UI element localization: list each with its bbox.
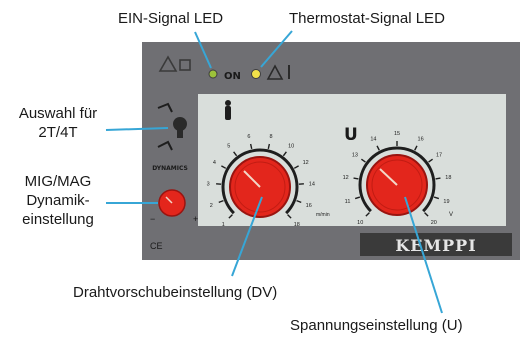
dv-scale-tick xyxy=(233,151,238,157)
dv-scale-tick-label: 16 xyxy=(306,203,312,209)
u-scale-tick-label: 19 xyxy=(443,199,449,205)
dv-unit: m/min xyxy=(316,212,330,218)
mig-mag-line-3: einstellung xyxy=(22,211,94,228)
wire-feed-knob[interactable] xyxy=(229,156,291,218)
thermostat-signal-led-callout: Thermostat-Signal LED xyxy=(289,10,445,27)
voltage-knob[interactable] xyxy=(366,154,428,216)
dv-scale-tick xyxy=(249,143,253,150)
warning-icon xyxy=(158,55,191,72)
dv-scale-tick-label: 2 xyxy=(210,203,213,209)
u-scale-tick xyxy=(433,196,440,200)
u-scale-tick xyxy=(353,177,359,180)
dv-scale-tick xyxy=(228,214,233,219)
ce-mark: CE xyxy=(150,241,163,251)
dv-scale-tick xyxy=(296,199,302,204)
u-scale-tick xyxy=(424,212,429,217)
u-unit: V xyxy=(449,212,453,218)
dynamics-plus: + xyxy=(193,214,198,224)
u-scale-tick-label: 17 xyxy=(436,152,442,158)
dv-scale-tick-label: 18 xyxy=(294,222,300,228)
dv-scale-tick-label: 10 xyxy=(288,143,294,149)
ein-signal-led-callout: EIN-Signal LED xyxy=(118,10,224,27)
u-scale-tick-label: 14 xyxy=(370,137,376,143)
drahtvorschub-callout: Drahtvorschubeinstellung (DV) xyxy=(73,284,278,301)
dynamics-knob[interactable] xyxy=(158,189,186,217)
mig-mag-line-2: Dynamik- xyxy=(26,192,90,209)
u-scale-tick-label: 11 xyxy=(345,199,351,205)
mig-mag-line-1: MIG/MAG xyxy=(24,173,92,190)
u-scale-tick xyxy=(376,145,380,151)
thermo-warning-icon xyxy=(266,64,290,80)
dv-scale-tick-label: 12 xyxy=(303,160,309,166)
u-scale-arc xyxy=(358,146,436,213)
dv-scale-arc xyxy=(221,148,299,215)
u-scale-tick xyxy=(365,212,370,217)
dv-scale-tick xyxy=(267,143,271,150)
u-scale-tick xyxy=(414,145,418,151)
mig-mag-callout: MIG/MAG Dynamik- einstellung xyxy=(10,172,106,229)
dv-scale-tick-label: 5 xyxy=(227,143,230,149)
dv-scale-tick-label: 8 xyxy=(270,134,273,140)
u-scale-tick-label: 20 xyxy=(431,220,437,226)
u-scale: 10 11 12 13 14 15 16 17 18 19 20 xyxy=(343,131,452,226)
dv-scale-tick-label: 1 xyxy=(222,222,225,228)
dv-scale-tick-label: 3 xyxy=(207,181,210,187)
u-scale-tick-label: 13 xyxy=(352,152,358,158)
u-scale-tick xyxy=(360,158,366,163)
thermostat-signal-led xyxy=(251,69,261,79)
brand-name: KEMPPI xyxy=(395,236,476,255)
u-scale-tick xyxy=(428,158,434,163)
spannung-callout: Spannungseinstellung (U) xyxy=(290,317,463,334)
auswahl-line-2: 2T/4T xyxy=(38,124,78,141)
wire-feed-icon xyxy=(225,100,231,120)
callout-lines xyxy=(105,30,443,314)
mode-selector-switch[interactable] xyxy=(173,117,187,138)
u-scale-tick-label: 12 xyxy=(343,175,349,181)
dv-scale-tick-label: 4 xyxy=(213,160,216,166)
dv-scale-tick xyxy=(287,214,292,219)
u-scale-tick-label: 18 xyxy=(445,175,451,181)
dv-scale-tick xyxy=(218,199,224,204)
dynamics-minus: − xyxy=(150,214,155,224)
auswahl-line-1: Auswahl für xyxy=(18,105,98,122)
dv-scale-tick xyxy=(293,165,299,169)
trigger-2t-icon xyxy=(157,102,173,151)
u-scale-tick-label: 10 xyxy=(357,220,363,226)
auswahl-callout: Auswahl für 2T/4T xyxy=(10,104,106,142)
u-scale-tick xyxy=(354,196,361,200)
dv-scale-tick-label: 6 xyxy=(247,134,250,140)
on-label: ON xyxy=(224,71,241,82)
dynamics-label: DYNAMICS xyxy=(152,165,188,172)
ein-signal-led xyxy=(208,69,218,79)
kemppi-logo: KEMPPI xyxy=(360,233,512,256)
u-scale-tick xyxy=(435,177,441,180)
dv-scale-tick xyxy=(282,151,287,157)
u-scale-tick-label: 16 xyxy=(418,137,424,143)
u-scale-tick-label: 15 xyxy=(394,131,400,137)
dv-scale-tick xyxy=(221,165,227,169)
dv-scale-tick-label: 14 xyxy=(309,181,315,187)
voltage-symbol: U xyxy=(344,125,358,145)
